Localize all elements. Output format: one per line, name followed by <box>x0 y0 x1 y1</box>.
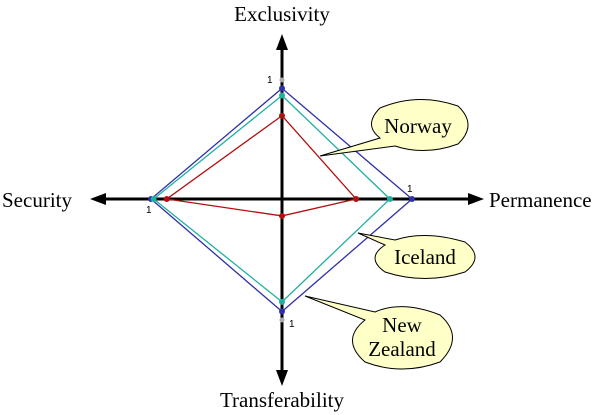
point-new-zealand-transferability <box>279 308 285 315</box>
arrow-down-icon <box>276 370 288 386</box>
tick-label-permanence: 1 <box>407 184 413 195</box>
point-new-zealand-permanence <box>409 196 415 202</box>
tick-label-security: 1 <box>146 205 152 216</box>
point-norway-security <box>163 196 170 202</box>
series-group <box>148 85 415 315</box>
point-norway-exclusivity <box>279 112 285 119</box>
axis-label-exclusivity: Exclusivity <box>234 2 330 26</box>
axis-label-security: Security <box>2 188 72 212</box>
point-iceland-exclusivity <box>279 92 285 99</box>
axis-label-permanence: Permanence <box>489 188 592 212</box>
callout-new-zealand: New Zealand <box>304 295 453 370</box>
point-norway-transferability <box>279 212 285 219</box>
callout-text-iceland: Iceland <box>394 245 456 269</box>
arrow-left-icon <box>90 193 106 205</box>
callout-norway: Norway <box>319 99 469 157</box>
callout-text-new: New <box>382 313 422 337</box>
tick-label-exclusivity: 1 <box>267 75 273 86</box>
unit-marker-bottom <box>279 317 285 323</box>
axis-label-transferability: Transferability <box>220 388 345 412</box>
point-norway-permanence <box>353 196 360 202</box>
callout-text-norway: Norway <box>384 114 452 138</box>
arrow-right-icon <box>468 193 484 205</box>
callout-iceland: Iceland <box>357 232 476 279</box>
unit-marker-top <box>279 77 285 83</box>
point-new-zealand-exclusivity <box>279 85 285 92</box>
tick-label-transferability: 1 <box>289 319 295 330</box>
callout-text-zealand: Zealand <box>368 337 436 361</box>
point-iceland-security <box>150 196 157 202</box>
arrow-up-icon <box>276 34 288 50</box>
point-iceland-transferability <box>279 298 285 305</box>
callouts: Norway Iceland New Zealand <box>304 99 476 370</box>
point-iceland-permanence <box>386 196 393 202</box>
